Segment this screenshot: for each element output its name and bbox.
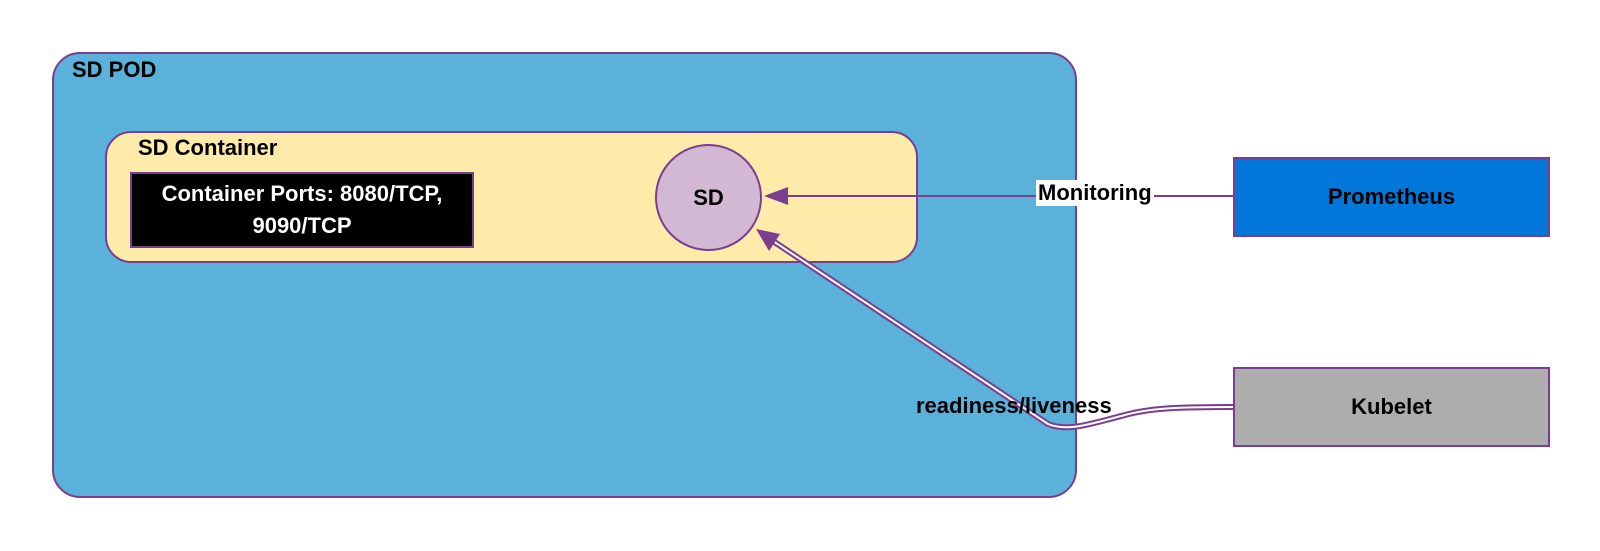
probe-label: readiness/liveness [916,393,1112,418]
sd-pod-box [52,52,1077,498]
sd-node: SD [655,144,762,251]
sd-container-label: SD Container [138,135,278,160]
kubelet-node: Kubelet [1233,367,1550,447]
prometheus-label: Prometheus [1327,184,1456,209]
sd-pod-label: SD POD [72,57,157,82]
monitoring-label: Monitoring [1036,180,1154,206]
container-ports-box: Container Ports: 8080/TCP, 9090/TCP [130,172,474,248]
container-ports-label: Container Ports: 8080/TCP, 9090/TCP [161,181,443,238]
prometheus-node: Prometheus [1233,157,1550,237]
sd-node-label: SD [693,184,724,210]
kubelet-label: Kubelet [1351,394,1432,419]
